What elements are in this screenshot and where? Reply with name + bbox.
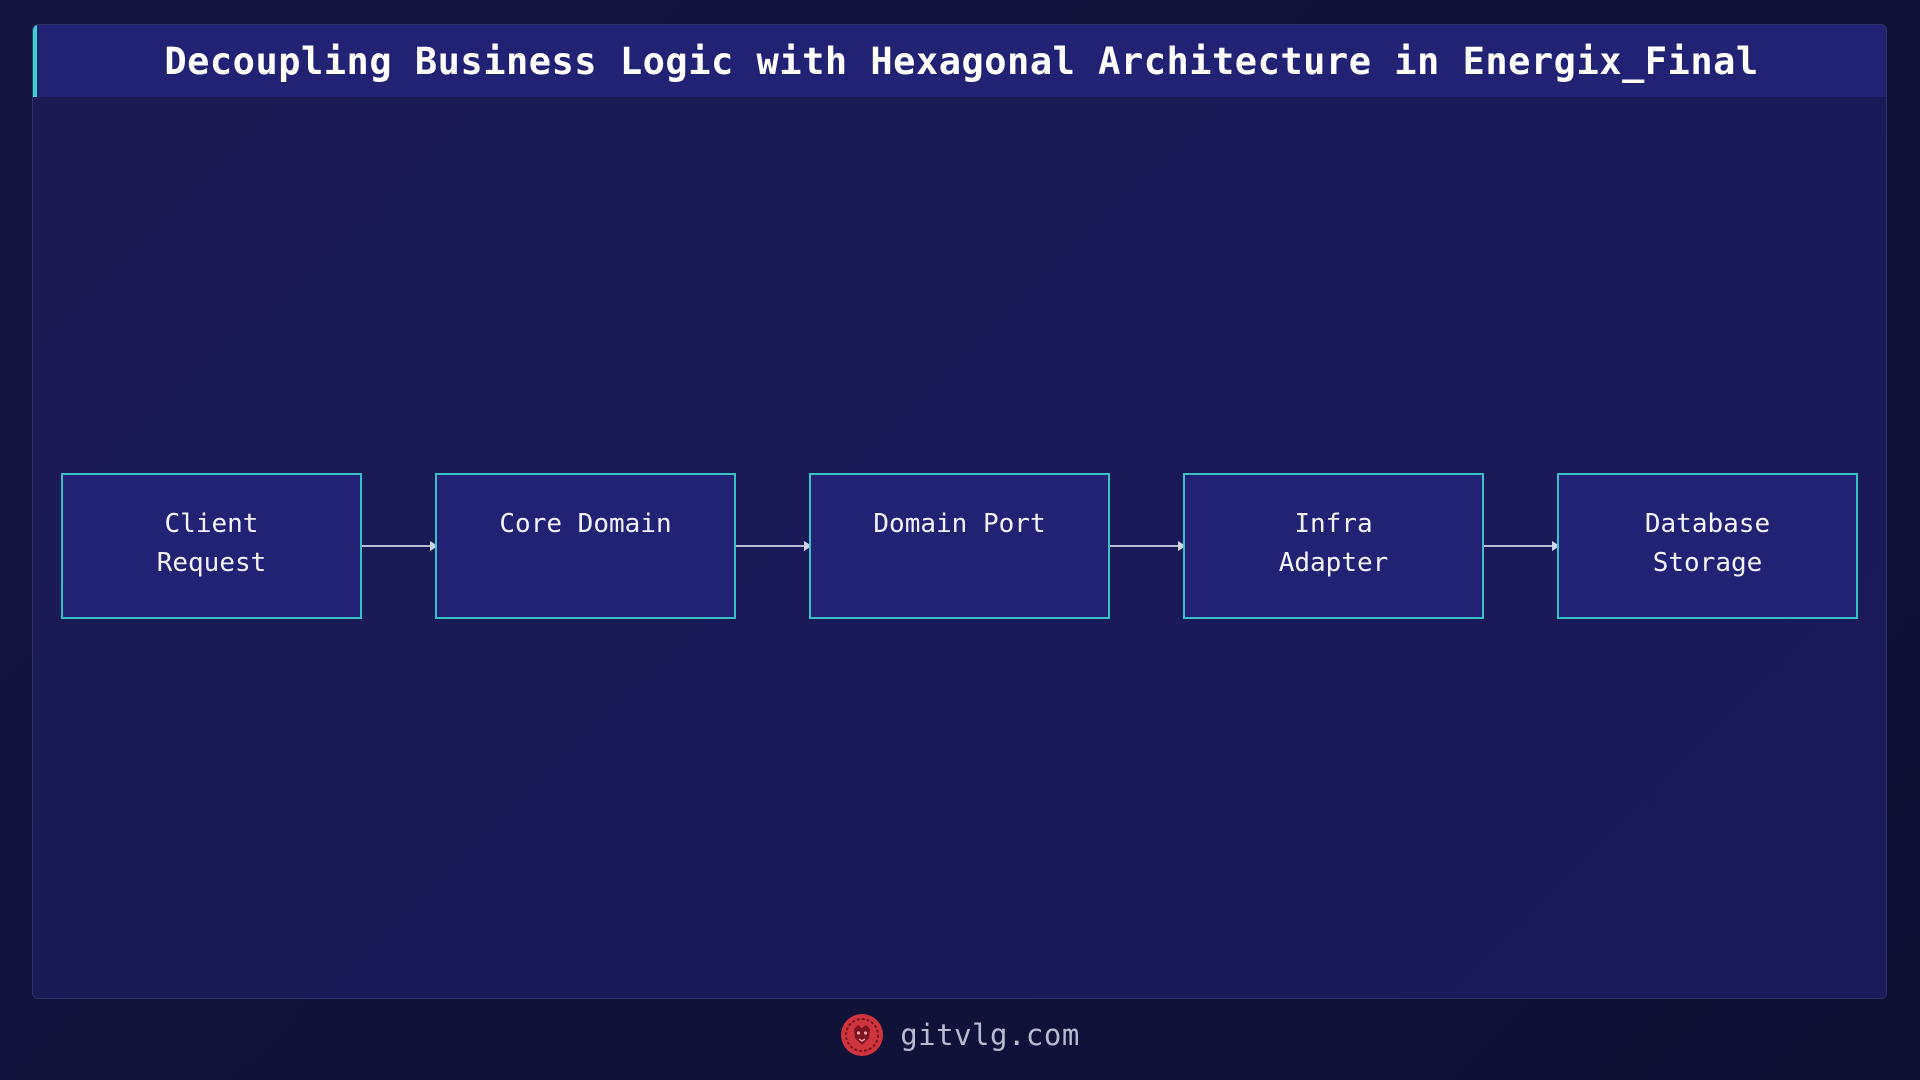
arrow-4 [1484,541,1560,551]
node-client-request: Client Request [61,473,362,619]
node-label: Database Storage [1644,509,1771,578]
node-database-storage: Database Storage [1557,473,1858,619]
node-label: Client Request [156,509,267,578]
footer-site-link[interactable]: gitvlg.com [900,1018,1080,1052]
lion-head-icon [841,1014,884,1056]
node-infra-adapter: Infra Adapter [1183,473,1484,619]
node-label: Core Domain [499,509,672,539]
node-label: Infra Adapter [1278,509,1389,578]
title-bar: Decoupling Business Logic with Hexagonal… [33,25,1886,97]
arrow-2 [736,541,812,551]
node-core-domain: Core Domain [435,473,736,619]
diagram-title: Decoupling Business Logic with Hexagonal… [164,39,1759,83]
node-label: Domain Port [873,509,1046,539]
arrow-3 [1110,541,1186,551]
footer: gitvlg.com [0,1010,1920,1060]
node-domain-port: Domain Port [809,473,1110,619]
arrow-1 [362,541,438,551]
